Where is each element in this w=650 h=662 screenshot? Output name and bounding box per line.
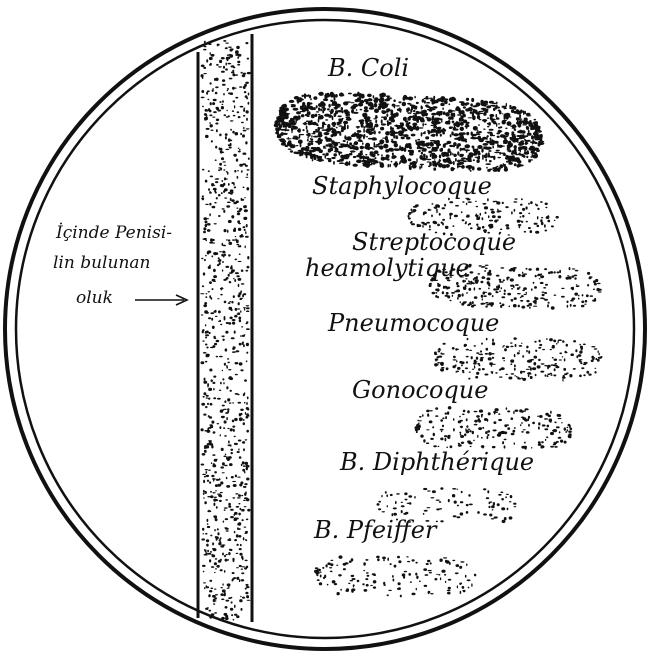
streak-b-coli [274,92,545,172]
label-streptocoque-line2: heamolytique [305,254,470,282]
streak-b-pfeiffer [314,555,476,597]
annotation-line-2: lin bulunan [53,253,150,273]
annotation-line-1: İçinde Penisi- [55,222,172,243]
label-b-diphtherique: B. Diphthérique [339,448,534,476]
dish-inner-rim [16,20,634,638]
penicillin-trough [198,34,252,622]
trough-stipple [200,40,251,621]
label-b-coli: B. Coli [327,54,409,82]
label-staphylocoque: Staphylocoque [312,172,492,200]
label-streptocoque-line1: Streptocoque [352,228,516,256]
label-b-pfeiffer: B. Pfeiffer [313,516,438,544]
streak-pneumocoque [434,337,603,381]
annotation-line-3: oluk [76,288,113,308]
streak-gonocoque [415,406,573,450]
label-gonocoque: Gonocoque [352,376,488,404]
trough-annotation: İçinde Penisi- lin bulunan oluk [53,222,187,308]
label-pneumocoque: Pneumocoque [327,309,499,337]
